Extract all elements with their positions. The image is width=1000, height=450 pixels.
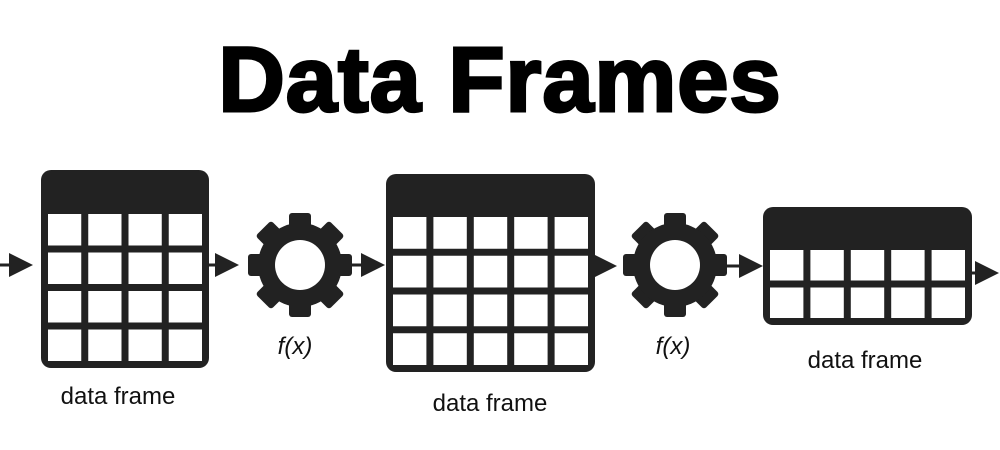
table-cell: [48, 329, 82, 361]
table-cell: [48, 291, 82, 323]
table-cell: [554, 217, 588, 249]
table-cell: [393, 255, 427, 288]
table-cell: [514, 294, 548, 327]
gear-tooth: [631, 221, 657, 247]
data-frame-label-3: data frame: [807, 347, 923, 374]
table-cell: [433, 217, 467, 249]
table-cell: [770, 287, 804, 318]
table-cell: [554, 294, 588, 327]
table-cell: [931, 287, 965, 318]
data-frame-table-1: [41, 170, 209, 368]
table-cell: [168, 252, 202, 284]
gear-icon: [623, 213, 727, 317]
table-body: [41, 170, 209, 368]
arrows: [0, 253, 999, 285]
data-frame-label-1: data frame: [60, 383, 176, 410]
table-cell: [473, 333, 508, 365]
data-frame-table-3: [763, 207, 972, 325]
table-cell: [514, 217, 548, 249]
diagram-title: Data Frames: [217, 28, 782, 133]
table-cell: [554, 255, 588, 288]
gear-tooth: [693, 283, 719, 309]
table-cell: [514, 333, 548, 365]
table-cell: [891, 250, 925, 281]
gear-tooth: [693, 221, 719, 247]
table-cell: [88, 214, 122, 246]
table-cell: [168, 329, 202, 361]
data-frame-table-2: [386, 174, 595, 372]
function-label-1: f(x): [277, 333, 313, 360]
table-cell: [393, 333, 427, 365]
table-cell: [770, 250, 804, 281]
table-cell: [128, 252, 162, 284]
gear-icon: [248, 213, 352, 317]
table-cell: [473, 255, 508, 288]
table-cell: [850, 287, 885, 318]
table-cell: [810, 287, 844, 318]
table-cell: [473, 217, 508, 249]
table-cell: [433, 255, 467, 288]
gear-tooth: [256, 283, 282, 309]
table-cell: [88, 252, 122, 284]
table-cell: [168, 214, 202, 246]
table-cell: [514, 255, 548, 288]
table-cell: [473, 294, 508, 327]
table-cell: [850, 250, 885, 281]
table-cell: [393, 217, 427, 249]
gear-tooth: [631, 283, 657, 309]
gear-hole: [275, 240, 325, 290]
gear-hole: [650, 240, 700, 290]
table-cell: [128, 214, 162, 246]
table-cell: [168, 291, 202, 323]
table-cell: [128, 329, 162, 361]
function-label-2: f(x): [655, 333, 691, 360]
table-cell: [810, 250, 844, 281]
table-cell: [88, 291, 122, 323]
table-cell: [88, 329, 122, 361]
gear-tooth: [318, 283, 344, 309]
table-cell: [433, 333, 467, 365]
gear-tooth: [318, 221, 344, 247]
table-cell: [393, 294, 427, 327]
table-cell: [48, 214, 82, 246]
table-cell: [554, 333, 588, 365]
table-cell: [48, 252, 82, 284]
data-frame-label-2: data frame: [432, 390, 548, 417]
table-cell: [931, 250, 965, 281]
table-cell: [891, 287, 925, 318]
table-cell: [128, 291, 162, 323]
gear-tooth: [256, 221, 282, 247]
table-cell: [433, 294, 467, 327]
